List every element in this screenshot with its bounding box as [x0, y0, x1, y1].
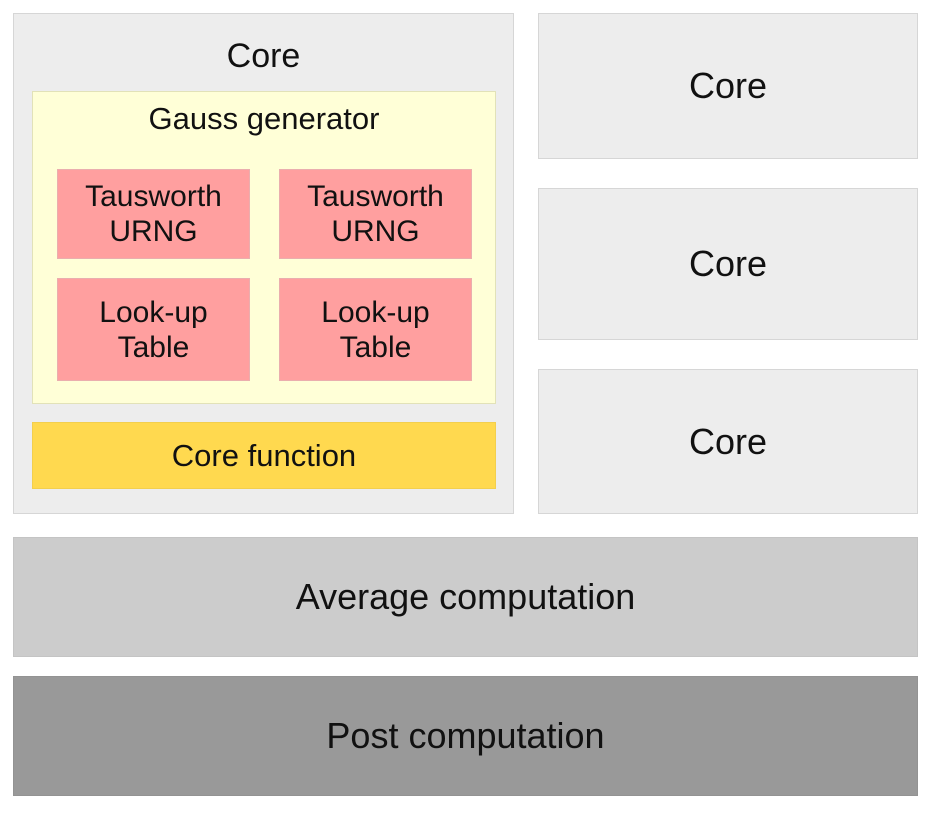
core-right-3: Core: [538, 369, 918, 514]
core-main-title: Core: [226, 37, 301, 75]
core-right-3-label: Core: [688, 420, 768, 462]
average-computation-label: Average computation: [295, 576, 636, 617]
post-computation-label: Post computation: [326, 715, 605, 756]
core-right-2-label: Core: [688, 243, 768, 284]
tausworth-urng-left-label: Tausworth URNG: [85, 180, 222, 248]
look-up-table-right-label: Look-up Table: [321, 295, 430, 364]
gauss-generator-title: Gauss generator: [148, 101, 380, 136]
core-right-1-label: Core: [688, 65, 768, 106]
post-computation: Post computation: [13, 676, 918, 796]
core-function-label: Core function: [171, 437, 357, 473]
core-function: Core function: [32, 422, 496, 489]
core-right-2: Core: [538, 188, 918, 340]
average-computation: Average computation: [13, 537, 918, 657]
tausworth-urng-left: Tausworth URNG: [57, 169, 250, 259]
look-up-table-right: Look-up Table: [279, 278, 472, 381]
look-up-table-left: Look-up Table: [57, 278, 250, 381]
core-right-1: Core: [538, 13, 918, 159]
tausworth-urng-right-label: Tausworth URNG: [307, 180, 444, 248]
tausworth-urng-right: Tausworth URNG: [279, 169, 472, 259]
look-up-table-left-label: Look-up Table: [99, 295, 208, 364]
